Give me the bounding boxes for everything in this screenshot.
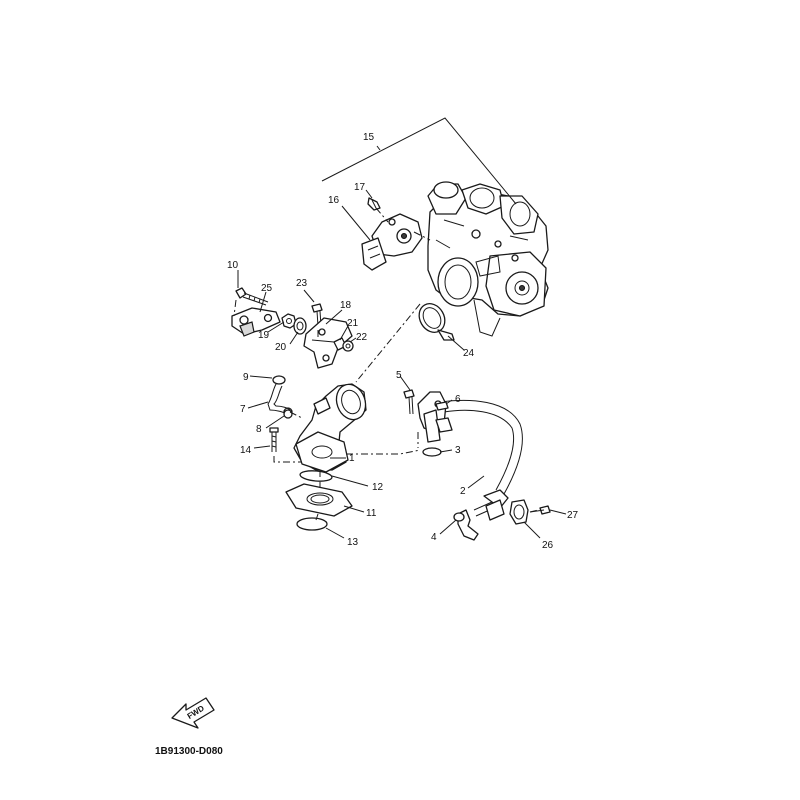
callout-24: 24 [463,348,475,359]
fuel-hose-2 [439,399,523,521]
callout-8: 8 [256,424,262,435]
leader-2 [467,475,485,489]
bolt-14 [269,427,279,452]
leader-5 [399,375,411,391]
callout-4: 4 [431,532,437,543]
leader-22 [349,337,357,343]
assembly-line-sensor-body [413,231,431,241]
callout-21: 21 [347,318,359,329]
bolt-5 [403,389,415,415]
callout-7: 7 [240,404,246,415]
assembly-line-bracket-25 [233,299,237,317]
hose-end-4 [453,509,479,541]
assembly-line-27 [529,509,539,513]
callout-18: 18 [340,300,352,311]
callout-26: 26 [542,540,554,551]
callout-15: 15 [363,132,375,143]
assembly-line-sensor [375,207,389,223]
leader-25 [259,291,267,313]
injector-unit [417,391,453,443]
clip-8 [283,409,293,419]
callout-5: 5 [396,370,402,381]
callout-6: 6 [455,394,461,405]
document-code: 1B91300-D080 [155,746,223,757]
leader-6 [445,399,453,405]
leader-21 [339,325,349,341]
assembly-line-clamp [355,303,421,383]
leader-16 [341,205,371,241]
screw-17 [367,197,381,211]
throttle-position-sensor [361,213,423,271]
callout-27: 27 [567,510,579,521]
callout-23: 23 [296,278,308,289]
leader-8 [265,415,285,429]
group-bracket-15 [321,117,517,205]
callout-10: 10 [227,260,239,271]
callout-11: 11 [366,508,377,519]
leader-27 [549,509,567,515]
callout-19: 19 [258,330,270,341]
assembly-line-injector [346,449,421,455]
leader-12 [331,475,369,487]
leader-19 [267,321,285,333]
callout-16: 16 [328,195,340,206]
callout-20: 20 [275,342,287,353]
leader-15 [376,145,381,151]
screw-27 [529,505,551,515]
clamp-26 [509,499,529,525]
spacer-20 [293,317,307,335]
nut-19 [281,313,297,329]
throttle-body-assembly [427,181,549,337]
leader-23 [303,289,315,303]
insulator-11 [285,483,353,517]
clip-9 [272,375,286,385]
assembly-line-bolt-14 [273,456,302,463]
callout-12: 12 [372,482,384,493]
callout-14: 14 [240,445,252,456]
nut-22 [342,340,354,352]
leader-4 [439,519,457,535]
leader-26 [523,521,541,539]
hose-7 [267,383,291,415]
leader-20 [289,331,299,345]
seal-6 [435,401,449,411]
callout-3: 3 [455,445,461,456]
callout-17: 17 [354,182,366,193]
leader-14 [253,445,271,449]
leader-13 [325,527,345,539]
bolt-10 [235,287,269,306]
leader-11 [343,505,365,513]
intake-manifold-1 [283,383,367,473]
callout-1: 1 [349,453,355,464]
hose-clamp-24 [418,303,455,341]
callout-22: 22 [356,332,368,343]
assembly-line-gasket [315,470,321,521]
leader-17 [365,189,373,199]
o-ring-12 [299,470,333,482]
assembly-line-hose [289,411,303,419]
o-ring-3 [422,447,442,457]
leader-18 [325,309,343,325]
leader-24 [447,335,465,351]
o-ring-13 [296,517,328,531]
callout-25: 25 [261,283,273,294]
leader-9 [249,375,273,379]
fwd-direction-arrow: FWD [171,697,215,729]
leader-7 [247,401,269,409]
callout-2: 2 [460,486,466,497]
leader-3 [439,449,453,453]
callout-9: 9 [243,372,249,383]
bracket-25 [231,307,281,337]
callout-13: 13 [347,537,359,548]
bracket-18 [303,317,353,369]
